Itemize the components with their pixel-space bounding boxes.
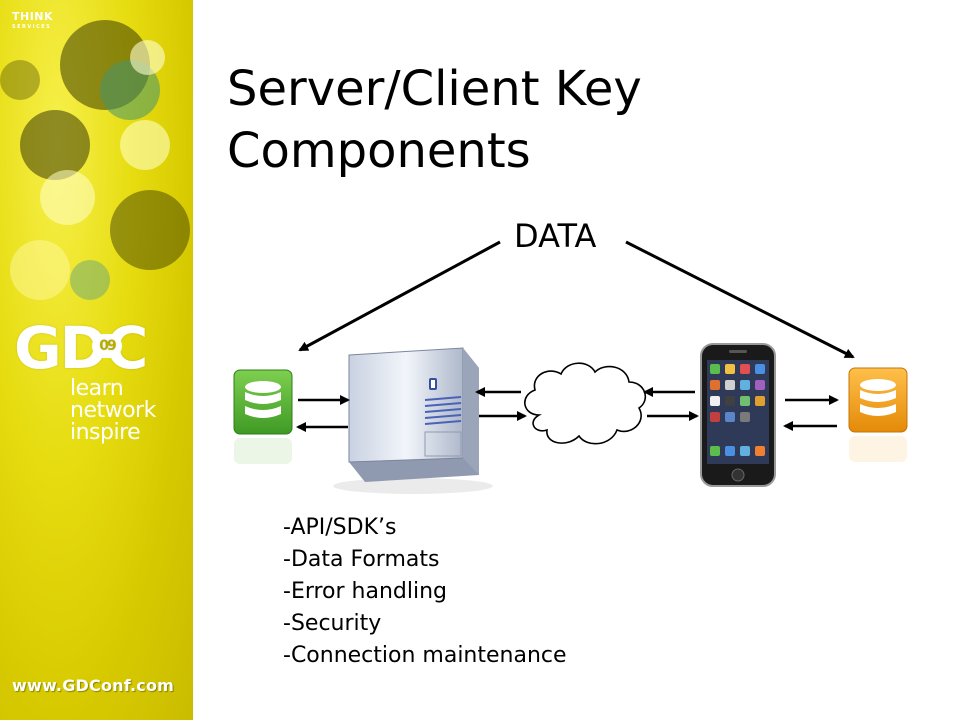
database-icon-orange xyxy=(848,367,908,462)
gdc-letters: GDC 09 xyxy=(14,318,184,378)
components-list: -API/SDK’s -Data Formats -Error handling… xyxy=(283,512,567,672)
server-tower-icon xyxy=(333,347,493,494)
data-label: DATA xyxy=(514,217,597,255)
tagline-network: network xyxy=(70,398,156,423)
gdc-website-url: www.GDConf.com xyxy=(12,676,175,695)
think-services-logo: THINK SERVICES xyxy=(12,10,72,40)
list-item-api-sdks: -API/SDK’s xyxy=(283,515,397,540)
slide-title-line1: Server/Client Key xyxy=(227,61,642,117)
gdc-letters-text: GDC xyxy=(14,314,148,382)
gdc-logo: GDC 09 learn network inspire xyxy=(14,318,184,448)
data-arrow-left xyxy=(298,240,501,352)
list-item-error-handling: -Error handling xyxy=(283,579,448,604)
tagline-inspire: inspire xyxy=(70,420,141,445)
think-logo-text: THINK xyxy=(12,10,54,23)
smartphone-icon xyxy=(700,343,776,487)
tagline-learn: learn xyxy=(70,376,124,401)
branding-sidebar: THINK SERVICES GDC 09 learn network insp… xyxy=(0,0,193,720)
data-arrow-right xyxy=(625,240,855,359)
gdc-year-badge: 09 xyxy=(92,334,122,358)
gdc-tagline: learn network inspire xyxy=(70,378,184,444)
database-icon-green xyxy=(233,369,293,464)
cloud-icon xyxy=(524,362,647,445)
think-logo-subtext: SERVICES xyxy=(12,24,52,30)
slide-title: Server/Client Key Components xyxy=(227,58,927,182)
list-item-data-formats: -Data Formats xyxy=(283,547,440,572)
list-item-connection-maintenance: -Connection maintenance xyxy=(283,643,567,668)
slide-title-line2: Components xyxy=(227,123,531,179)
server-client-diagram xyxy=(233,240,908,494)
list-item-security: -Security xyxy=(283,611,382,636)
